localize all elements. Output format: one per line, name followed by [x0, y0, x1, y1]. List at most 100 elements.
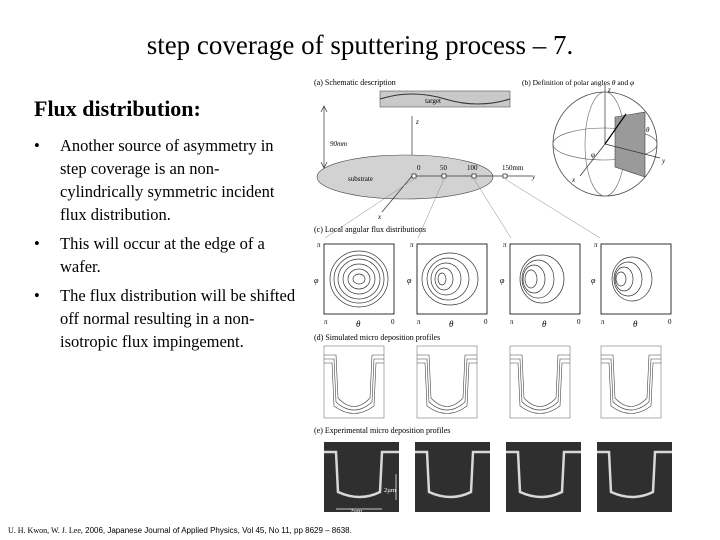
flux-contour: [347, 268, 371, 290]
position-marker: [471, 173, 477, 179]
flux-contour: [337, 258, 381, 300]
bullet-text: The flux distribution will be shifted of…: [60, 286, 296, 351]
flux-contour: [333, 254, 385, 304]
position-label: 50: [440, 164, 448, 172]
bullet-list: • Another source of asymmetry in step cov…: [34, 134, 296, 359]
plot-axis-pi: π: [510, 318, 514, 326]
sphere-x-label: x: [571, 176, 576, 184]
panel-d-label: (d) Simulated micro deposition profiles: [314, 333, 440, 342]
flux-contour: [329, 250, 389, 308]
research-figure: (a) Schematic description target 90mm z …: [314, 78, 672, 515]
sem-trench: [597, 450, 672, 499]
connector-lines: [324, 178, 601, 239]
profile-line: [324, 362, 384, 414]
bullet-dot: •: [34, 286, 40, 305]
bullet-item: • The flux distribution will be shifted o…: [34, 284, 296, 353]
profile-line: [510, 358, 570, 411]
sphere-wedge: [614, 111, 646, 178]
scale-label-horizontal: 2µm: [350, 508, 362, 515]
bullet-item: •This will occur at the edge of a wafer.: [34, 232, 296, 278]
plot-axis-pi: π: [417, 318, 421, 326]
scale-label-vertical: 2µm: [384, 487, 396, 494]
plot-axis-theta: θ: [449, 319, 454, 329]
sem-trench: [324, 450, 399, 499]
flux-contour: [524, 269, 538, 289]
y-axis-label: y: [531, 173, 536, 181]
panel-a-label: (a) Schematic description: [314, 78, 396, 87]
profile-line: [510, 362, 570, 414]
plot-frame: [323, 243, 395, 315]
bullet-text: This will occur at the edge of a wafer.: [60, 234, 265, 276]
plot-axis-pi: π: [410, 241, 414, 249]
section-heading: Flux distribution:: [34, 96, 201, 122]
sphere-vector: [604, 113, 627, 145]
sphere-z-label: z: [607, 86, 611, 94]
sphere-y-axis: [604, 143, 661, 159]
profile-line: [510, 354, 570, 407]
plot-axis-pi: π: [324, 318, 328, 326]
simulated-profile-2: [416, 345, 478, 419]
sem-image-2: [415, 442, 490, 512]
panel-b-phi: φ: [630, 78, 634, 87]
substrate-disk: [316, 154, 494, 200]
simulated-profile-1: [323, 345, 385, 419]
position-label: 150mm: [502, 164, 524, 172]
sem-image-1: [324, 442, 399, 512]
flux-contour: [521, 259, 555, 299]
panel-b-prefix: (b) Definition of polar angles: [522, 78, 612, 87]
panel-b-label: (b) Definition of polar angles θ and φ: [522, 78, 634, 87]
sphere-x-axis: [579, 143, 606, 177]
panel-b-and: and: [615, 78, 630, 87]
panel-e-label: (e) Experimental micro deposition profil…: [314, 426, 450, 435]
sem-trench: [506, 450, 581, 499]
plot-axis-theta: θ: [633, 319, 638, 329]
sphere-theta-label: θ: [646, 126, 650, 134]
profile-line: [601, 362, 661, 414]
flux-plot-3: [509, 243, 581, 315]
flux-contour: [613, 261, 643, 297]
plot-axis-phi: φ: [407, 276, 412, 285]
flux-contour: [342, 263, 376, 295]
flux-plot-4: [600, 243, 672, 315]
plot-axis-zero: 0: [391, 318, 395, 326]
flux-plot-1: [323, 243, 395, 315]
panel-b-theta: θ: [612, 78, 616, 87]
plot-axis-phi: φ: [314, 276, 319, 285]
flux-contour: [426, 257, 470, 301]
simulated-profile-3: [509, 345, 571, 419]
citation-authors: U. H. Kwon, W. J. Lee,: [8, 526, 83, 535]
bullet-text: Another source of asymmetry in step cove…: [60, 136, 275, 224]
plot-axis-pi: π: [317, 241, 321, 249]
position-marker: [411, 173, 417, 179]
flux-contour: [437, 272, 447, 286]
x-axis: [381, 175, 413, 213]
flux-contour: [522, 264, 546, 294]
substrate-label: substrate: [348, 175, 373, 183]
plot-axis-phi: φ: [500, 276, 505, 285]
plot-frame: [416, 243, 488, 315]
plot-axis-pi: π: [503, 241, 507, 249]
position-label: 100: [467, 164, 478, 172]
heading-colon: :: [193, 96, 201, 121]
plot-axis-theta: θ: [356, 319, 361, 329]
bullet-item: •Another source of asymmetry in step cov…: [34, 134, 296, 226]
profile-line: [417, 362, 477, 414]
profile-line: [601, 358, 661, 411]
plot-axis-zero: 0: [668, 318, 672, 326]
citation: U. H. Kwon, W. J. Lee, 2006, Japanese Jo…: [8, 526, 352, 535]
flux-contour: [421, 252, 479, 306]
profile-line: [417, 358, 477, 411]
profile-line: [417, 354, 477, 407]
target-label: target: [425, 97, 441, 105]
plot-frame: [600, 243, 672, 315]
flux-contour: [434, 267, 454, 291]
distance-label: 90mm: [330, 140, 347, 148]
sphere-y-label: y: [661, 157, 666, 165]
position-label: 0: [417, 164, 421, 172]
position-marker: [441, 173, 447, 179]
plot-axis-zero: 0: [484, 318, 488, 326]
simulated-profile-4: [600, 345, 662, 419]
panel-c-label: (c) Local angular flux distributions: [314, 225, 426, 234]
sphere-phi-label: φ: [591, 151, 595, 159]
plot-axis-theta: θ: [542, 319, 547, 329]
